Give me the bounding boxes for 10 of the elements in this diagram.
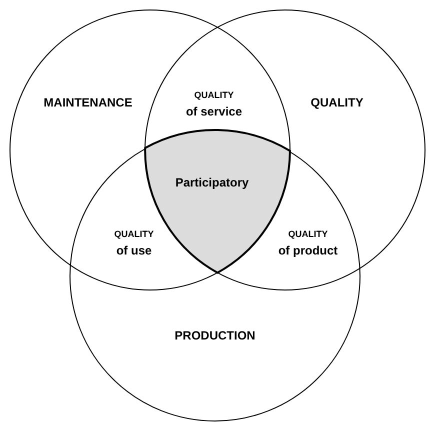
set-label: PRODUCTION	[174, 329, 256, 343]
set-label: QUALITY	[310, 96, 364, 110]
region-label: of use	[116, 244, 152, 258]
region-label: of service	[186, 105, 242, 119]
set-label: Participatory	[175, 176, 249, 190]
set-label: MAINTENANCE	[44, 96, 132, 110]
region-label: of product	[278, 244, 338, 258]
region-label: QUALITY	[288, 230, 328, 240]
region-label: QUALITY	[194, 91, 234, 101]
region-label: QUALITY	[114, 230, 154, 240]
